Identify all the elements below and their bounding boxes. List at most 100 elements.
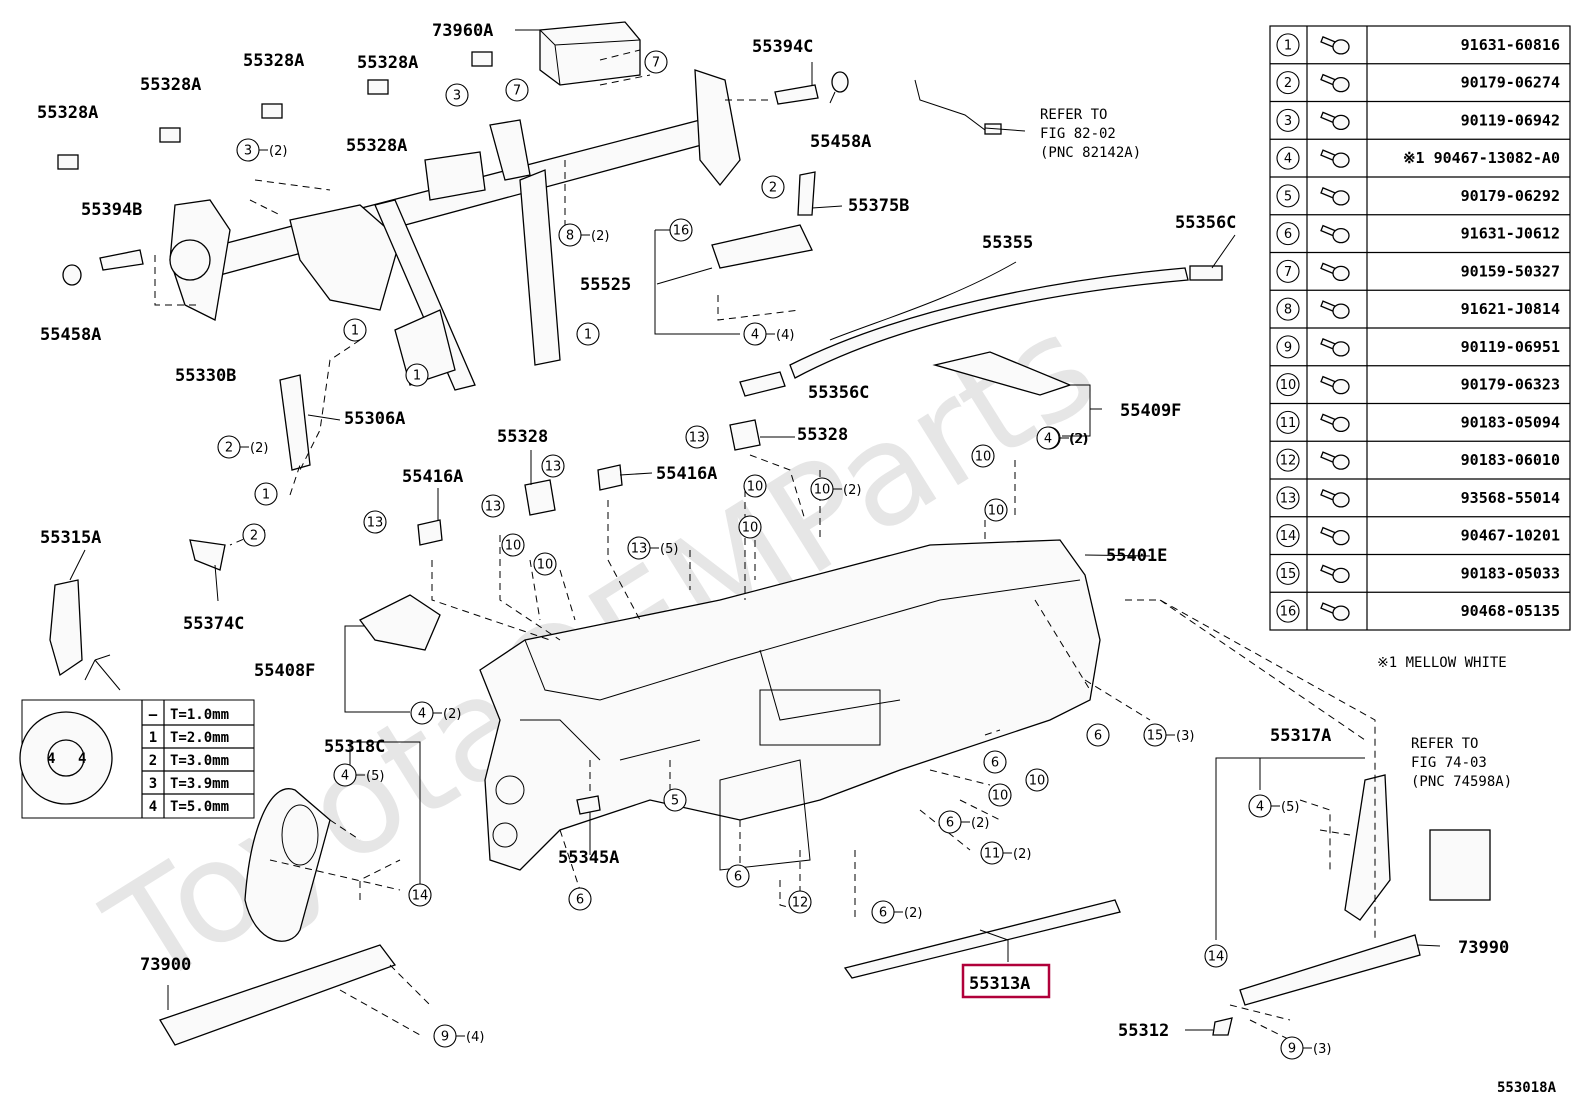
callout-10[interactable]: 10 (1025, 768, 1049, 792)
callout-8[interactable]: 8(2) (558, 223, 609, 247)
callout-10[interactable]: 10 (738, 515, 762, 539)
part-label[interactable]: 55408F (254, 661, 315, 681)
callout-2[interactable]: 2(2) (217, 435, 268, 459)
callout-3[interactable]: 3(2) (236, 138, 287, 162)
callout-13[interactable]: 13 (685, 425, 709, 449)
part-label[interactable]: 55315A (40, 528, 101, 548)
callout-10[interactable]: 10 (971, 444, 995, 468)
part-label[interactable]: 73990 (1458, 938, 1509, 958)
callout-4[interactable]: 4(5) (333, 763, 384, 787)
callout-14[interactable]: 14 (1204, 944, 1228, 968)
part-label[interactable]: 55416A (656, 464, 717, 484)
part-label[interactable]: 55416A (402, 467, 463, 487)
part-label-highlighted[interactable]: 55313A (969, 974, 1030, 994)
part-label[interactable]: 73960A (432, 21, 493, 41)
part-label[interactable]: 55328A (357, 53, 418, 73)
part-label[interactable]: 55458A (810, 132, 871, 152)
callout-6[interactable]: 6(2) (938, 810, 989, 834)
part-label[interactable]: 55306A (344, 409, 405, 429)
callout-4[interactable]: 4(2) (410, 701, 461, 725)
callout-5[interactable]: 5 (663, 788, 687, 812)
part-label[interactable]: 55375B (848, 196, 909, 216)
callout-2[interactable]: 2 (761, 175, 785, 199)
callout-13[interactable]: 13(5) (627, 536, 678, 560)
callout-1[interactable]: 1 (343, 318, 367, 342)
part-label[interactable]: 55328 (797, 425, 848, 445)
callout-7[interactable]: 7 (505, 78, 529, 102)
callout-6[interactable]: 6 (726, 864, 750, 888)
callout-11[interactable]: 11(2) (980, 841, 1031, 865)
callout-6[interactable]: 6 (1086, 723, 1110, 747)
callout-6[interactable]: 6 (983, 750, 1007, 774)
part-label[interactable]: 55317A (1270, 726, 1331, 746)
callout-13[interactable]: 13 (363, 510, 387, 534)
callout-10[interactable]: 10 (501, 533, 525, 557)
callout-7[interactable]: 7 (644, 50, 668, 74)
part-label[interactable]: 73900 (140, 955, 191, 975)
part-label[interactable]: 55356C (1175, 213, 1236, 233)
part-label[interactable]: 55328A (243, 51, 304, 71)
callout-10[interactable]: 10 (984, 498, 1008, 522)
part-label[interactable]: 55409F (1120, 401, 1181, 421)
callout-13[interactable]: 13 (481, 494, 505, 518)
part-label[interactable]: 55401E (1106, 546, 1167, 566)
callout-6[interactable]: 6 (568, 887, 592, 911)
callout-circle (644, 50, 668, 74)
callout-9[interactable]: 9(4) (433, 1024, 484, 1048)
part-label[interactable]: 55328A (346, 136, 407, 156)
callout-15[interactable]: 15(3) (1143, 723, 1194, 747)
callout-1[interactable]: 1 (576, 322, 600, 346)
part-label[interactable]: 55312 (1118, 1021, 1169, 1041)
fastener-icon (1320, 526, 1350, 546)
callout-4[interactable]: 4(4) (743, 322, 794, 346)
part-label[interactable]: 55345A (558, 848, 619, 868)
refer-note-82[interactable]: REFER TO FIG 82-02 (PNC 82142A) (1040, 107, 1141, 161)
part-label[interactable]: 55394C (752, 37, 813, 57)
callout-2[interactable]: 2 (242, 523, 266, 547)
callout-13[interactable]: 13 (541, 454, 565, 478)
callout-10[interactable]: 10 (988, 783, 1012, 807)
callout-4[interactable]: 4(5) (1248, 794, 1299, 818)
callout-6[interactable]: 6(2) (871, 900, 922, 924)
callout-10[interactable]: 10 (743, 474, 767, 498)
callout-10[interactable]: 10 (533, 552, 557, 576)
part-label[interactable]: 55328A (140, 75, 201, 95)
refer-note-74[interactable]: REFER TO FIG 74-03 (PNC 74598A) (1411, 736, 1512, 790)
part-label[interactable]: 55356C (808, 383, 869, 403)
part-label[interactable]: 55525 (580, 275, 631, 295)
part-label[interactable]: 55394B (81, 200, 142, 220)
callout-12[interactable]: 12 (788, 890, 812, 914)
part-label[interactable]: 55318C (324, 737, 385, 757)
callout-3[interactable]: 3 (445, 83, 469, 107)
callout-1[interactable]: 1 (254, 482, 278, 506)
callout-4[interactable]: 4(2) (1036, 426, 1087, 450)
part-label[interactable]: 55374C (183, 614, 244, 634)
callout-number: 6 (879, 906, 887, 921)
callout-9[interactable]: 9(3) (1280, 1036, 1331, 1060)
callout-16[interactable]: 16 (669, 218, 693, 242)
part-label[interactable]: 55458A (40, 325, 101, 345)
part-label[interactable]: 55355 (982, 233, 1033, 253)
part-label[interactable]: 55330B (175, 366, 236, 386)
callout-1[interactable]: 1 (405, 363, 429, 387)
part-label[interactable]: 55328A (37, 103, 98, 123)
fastener-row[interactable]: 4※1 90467-13082-A0 (1276, 146, 1560, 170)
part-label[interactable]: 55328 (497, 427, 548, 447)
callout-14[interactable]: 14 (408, 883, 432, 907)
callout-10[interactable]: 10(2) (810, 477, 861, 501)
